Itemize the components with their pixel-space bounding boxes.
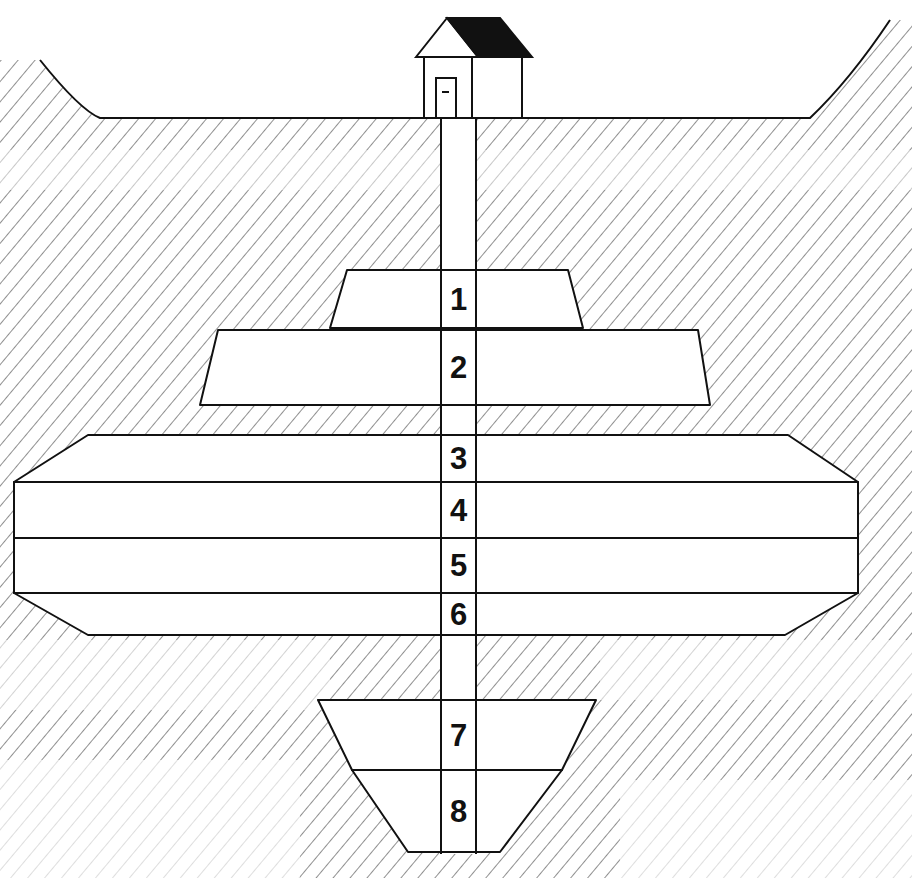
shaft-wall [440,270,442,328]
cavity-band: 2 [200,330,710,405]
shaft-wall [440,593,442,635]
cavity-outline [14,593,858,635]
shaft-wall [475,435,477,482]
cavity-shape [330,270,583,328]
ground-hatching [0,20,912,878]
shaft-wall [475,330,477,405]
callout-number: 8 [450,796,467,827]
cavity-outline [14,538,858,593]
shaft-wall [475,593,477,635]
cavity-shape [14,538,858,593]
shaft-wall [475,270,477,328]
shaft-wall [475,118,477,854]
callout-number: 4 [450,495,467,526]
shaft-wall [475,538,477,593]
cavity-band: 6 [14,593,858,635]
cavity-shape [352,770,562,852]
cavity-shape [14,435,858,482]
callout-number: 1 [450,284,467,315]
shaft-wall [440,330,442,405]
shaft-wall [440,435,442,482]
cavity-outline [14,482,858,538]
cavity-band: 8 [352,770,562,852]
shaft-wall [475,482,477,538]
cavity-shape [14,593,858,635]
cavity-band: 7 [318,700,596,770]
cavity-shape [200,330,710,405]
cavity-band: 5 [14,538,858,593]
callout-number: 7 [450,720,467,751]
shaft-wall [440,700,442,770]
callout-number: 6 [450,599,467,630]
callout-number: 2 [450,352,467,383]
cavity-shape [318,700,596,770]
cavity-outline [14,435,858,482]
shaft-wall [440,538,442,593]
callout-number: 3 [450,443,467,474]
callout-number: 5 [450,550,467,581]
shaft-wall [440,118,442,854]
cavity-band: 3 [14,435,858,482]
shaft-wall [475,700,477,770]
shaft-wall [475,770,477,852]
cavity-band: 4 [14,482,858,538]
shaft-wall [440,482,442,538]
house-icon [416,18,532,118]
cavity-band: 1 [330,270,583,328]
cavity-shape [14,482,858,538]
shaft-wall [440,770,442,852]
